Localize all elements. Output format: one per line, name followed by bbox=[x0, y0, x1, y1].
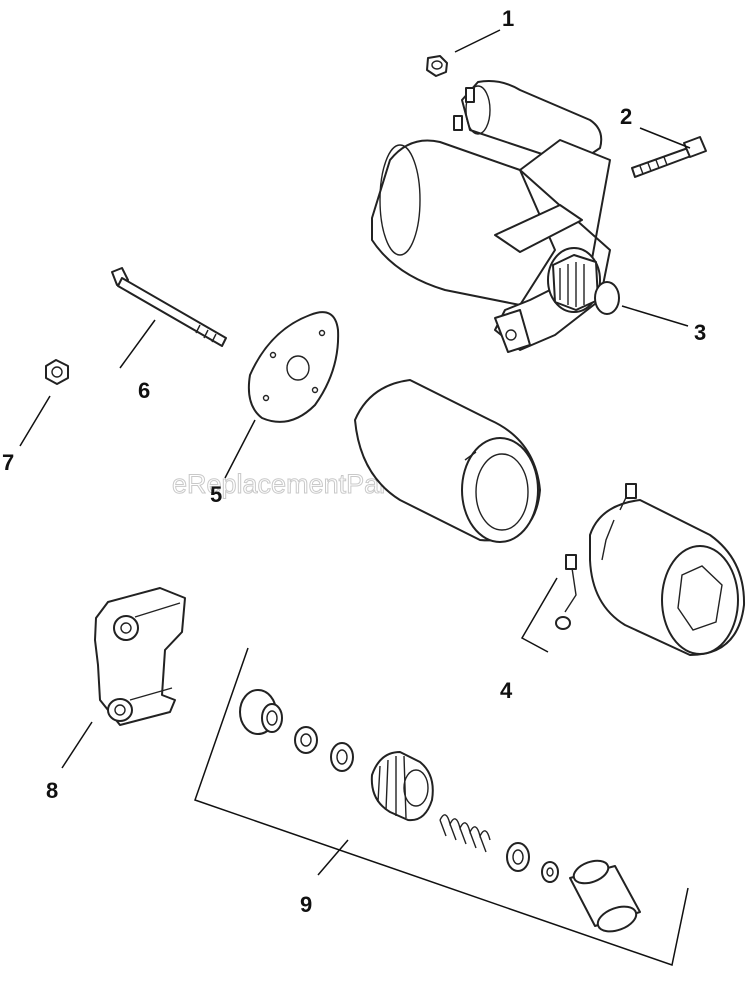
callout-4[interactable]: 4 bbox=[500, 678, 513, 703]
leader-line-7 bbox=[19, 395, 51, 447]
leader-line-2 bbox=[639, 127, 691, 149]
field-frame-housing[interactable] bbox=[354, 379, 541, 543]
part-5-end-plate[interactable] bbox=[247, 311, 340, 423]
part-7-nut[interactable] bbox=[45, 359, 69, 385]
part-9-drive-kit[interactable] bbox=[194, 647, 689, 966]
callout-6[interactable]: 6 bbox=[138, 378, 150, 403]
leader-line-9 bbox=[317, 839, 349, 876]
callout-7[interactable]: 7 bbox=[2, 450, 14, 475]
leader-line-1 bbox=[454, 29, 501, 53]
callout-5[interactable]: 5 bbox=[210, 482, 222, 507]
callout-2[interactable]: 2 bbox=[620, 104, 632, 129]
leader-line-8 bbox=[61, 721, 93, 769]
leader-line-3 bbox=[621, 305, 689, 327]
part-2-bolt[interactable] bbox=[631, 136, 707, 178]
leader-line-6 bbox=[119, 319, 156, 369]
part-1-nut[interactable] bbox=[426, 55, 448, 77]
part-4-armature-assembly[interactable] bbox=[555, 483, 746, 656]
callout-3[interactable]: 3 bbox=[694, 320, 706, 345]
part-8-drive-end-cap[interactable] bbox=[94, 587, 186, 726]
part-6-through-bolt[interactable] bbox=[111, 267, 227, 347]
callout-9[interactable]: 9 bbox=[300, 892, 312, 917]
callout-1[interactable]: 1 bbox=[502, 6, 514, 31]
callout-8[interactable]: 8 bbox=[46, 778, 58, 803]
part-3-starter-motor[interactable] bbox=[371, 80, 620, 353]
leader-line-5 bbox=[224, 419, 256, 479]
leader-line-4 bbox=[520, 577, 558, 653]
